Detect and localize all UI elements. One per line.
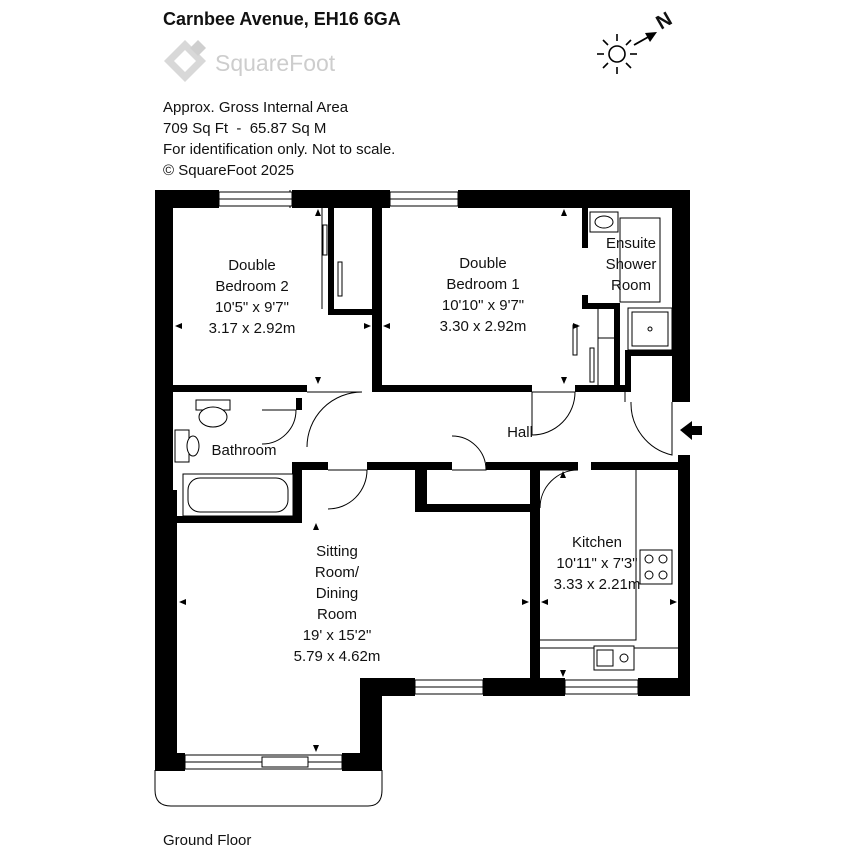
room-bedroom2-line2: Bedroom 2 bbox=[215, 278, 288, 295]
room-bedroom1-line1: Double bbox=[459, 255, 507, 272]
room-ensuite-line1: Ensuite bbox=[606, 235, 656, 252]
squarefoot-logo: SquareFoot bbox=[164, 40, 336, 82]
room-ensuite-line3: Room bbox=[611, 277, 651, 294]
sun-icon bbox=[597, 34, 637, 74]
room-ensuite: Ensuite Shower Room bbox=[606, 235, 657, 294]
room-bedroom2: Double Bedroom 2 10'5" x 9'7" 3.17 x 2.9… bbox=[209, 257, 296, 337]
room-bedroom1: Double Bedroom 1 10'10" x 9'7" 3.30 x 2.… bbox=[440, 255, 527, 335]
room-kitchen: Kitchen 10'11" x 7'3" 3.33 x 2.21m bbox=[554, 534, 641, 593]
logo-text: SquareFoot bbox=[215, 50, 336, 76]
bathtub-icon bbox=[182, 473, 294, 517]
room-bedroom1-size-metric: 3.30 x 2.92m bbox=[440, 318, 527, 335]
room-bedroom2-size-imperial: 10'5" x 9'7" bbox=[215, 299, 289, 316]
window-sitting-rear bbox=[414, 679, 484, 695]
room-sitting-line1: Sitting bbox=[316, 543, 358, 560]
room-bedroom1-size-imperial: 10'10" x 9'7" bbox=[442, 297, 524, 314]
bath-basin-icon bbox=[174, 429, 200, 463]
doors bbox=[261, 337, 673, 510]
room-sitting-line4: Room bbox=[317, 606, 357, 623]
room-ensuite-line2: Shower bbox=[606, 256, 657, 273]
sink-icon bbox=[593, 645, 635, 671]
ensuite-unit bbox=[619, 217, 661, 303]
dimension-markers bbox=[175, 209, 677, 752]
window-bedroom1 bbox=[389, 191, 459, 207]
entrance-arrow-icon bbox=[680, 421, 702, 440]
area-label: Approx. Gross Internal Area bbox=[163, 99, 349, 116]
room-bathroom-label: Bathroom bbox=[211, 442, 276, 459]
room-bedroom2-size-metric: 3.17 x 2.92m bbox=[209, 320, 296, 337]
north-arrow-icon bbox=[633, 32, 657, 46]
room-sitting-size-imperial: 19' x 15'2" bbox=[303, 627, 372, 644]
window-kitchen bbox=[564, 679, 639, 695]
room-sitting: Sitting Room/ Dining Room 19' x 15'2" 5.… bbox=[294, 543, 381, 665]
compass: N bbox=[597, 8, 676, 74]
ensuite-basin-icon bbox=[589, 211, 619, 233]
room-sitting-line3: Dining bbox=[316, 585, 359, 602]
fixtures bbox=[174, 211, 678, 671]
room-kitchen-line1: Kitchen bbox=[572, 534, 622, 551]
logo-mark-icon bbox=[164, 40, 206, 82]
area-value: 709 Sq Ft - 65.87 Sq M bbox=[163, 120, 326, 137]
floor-label: Ground Floor bbox=[163, 832, 251, 849]
walls bbox=[155, 190, 690, 771]
windows bbox=[184, 191, 639, 770]
north-label: N bbox=[653, 8, 677, 34]
toilet-icon bbox=[195, 399, 231, 428]
page-title: Carnbee Avenue, EH16 6GA bbox=[163, 9, 401, 29]
hob-icon bbox=[639, 549, 673, 585]
room-sitting-size-metric: 5.79 x 4.62m bbox=[294, 648, 381, 665]
window-bay bbox=[184, 754, 343, 770]
room-sitting-line2: Room/ bbox=[315, 564, 360, 581]
room-kitchen-size-metric: 3.33 x 2.21m bbox=[554, 576, 641, 593]
room-hall-label: Hall bbox=[507, 424, 533, 441]
room-bedroom2-line1: Double bbox=[228, 257, 276, 274]
copyright-text: © SquareFoot 2025 bbox=[163, 162, 294, 179]
shower-tray-icon bbox=[627, 307, 673, 351]
room-kitchen-size-imperial: 10'11" x 7'3" bbox=[556, 555, 637, 572]
disclaimer-text: For identification only. Not to scale. bbox=[163, 141, 395, 158]
room-bedroom1-line2: Bedroom 1 bbox=[446, 276, 519, 293]
window-bedroom2 bbox=[218, 191, 293, 207]
